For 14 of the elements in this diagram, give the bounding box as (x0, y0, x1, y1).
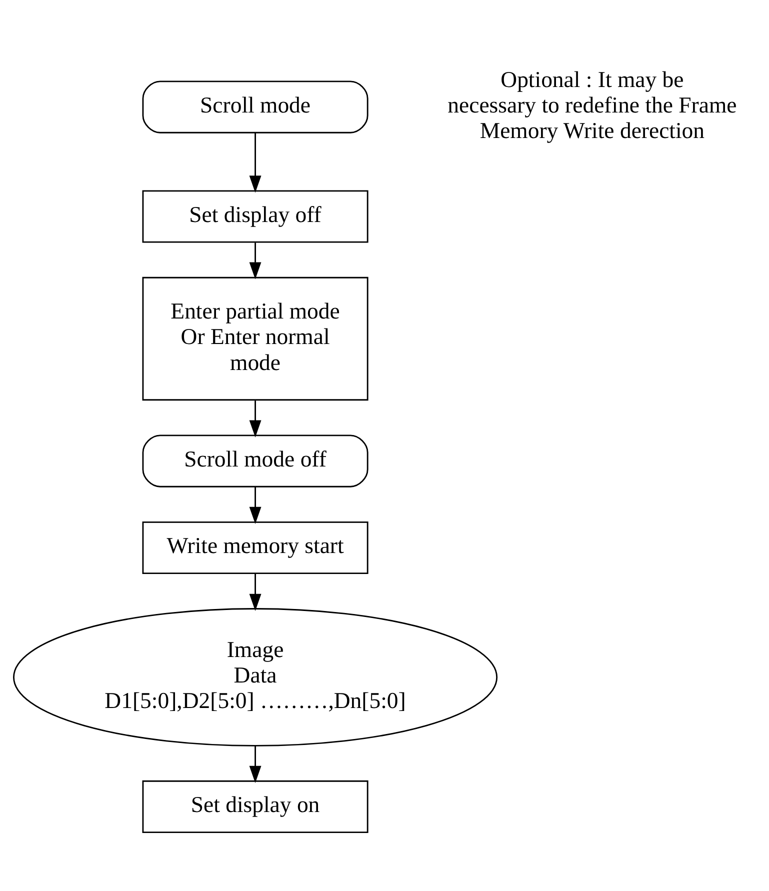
arrow (249, 574, 262, 611)
node-box: Scroll mode off (142, 434, 368, 488)
arrow (249, 242, 262, 280)
node-box: Enter partial mode Or Enter normal mode (142, 276, 368, 401)
arrow (249, 486, 262, 524)
label: Optional : It may be necessary to redefine the Frame Memory Write derection (448, 66, 737, 144)
node-box: Set display on (142, 780, 368, 834)
node-ellipse: Image Data D1[5:0],D2[5:0] ………,Dn[5:0] (13, 608, 498, 746)
node-box: Set display off (142, 190, 368, 243)
arrow (249, 746, 262, 783)
node-box: Write memory start (142, 521, 368, 574)
node-box: Scroll mode (142, 80, 368, 134)
arrow (249, 132, 262, 193)
arrow (249, 400, 262, 438)
